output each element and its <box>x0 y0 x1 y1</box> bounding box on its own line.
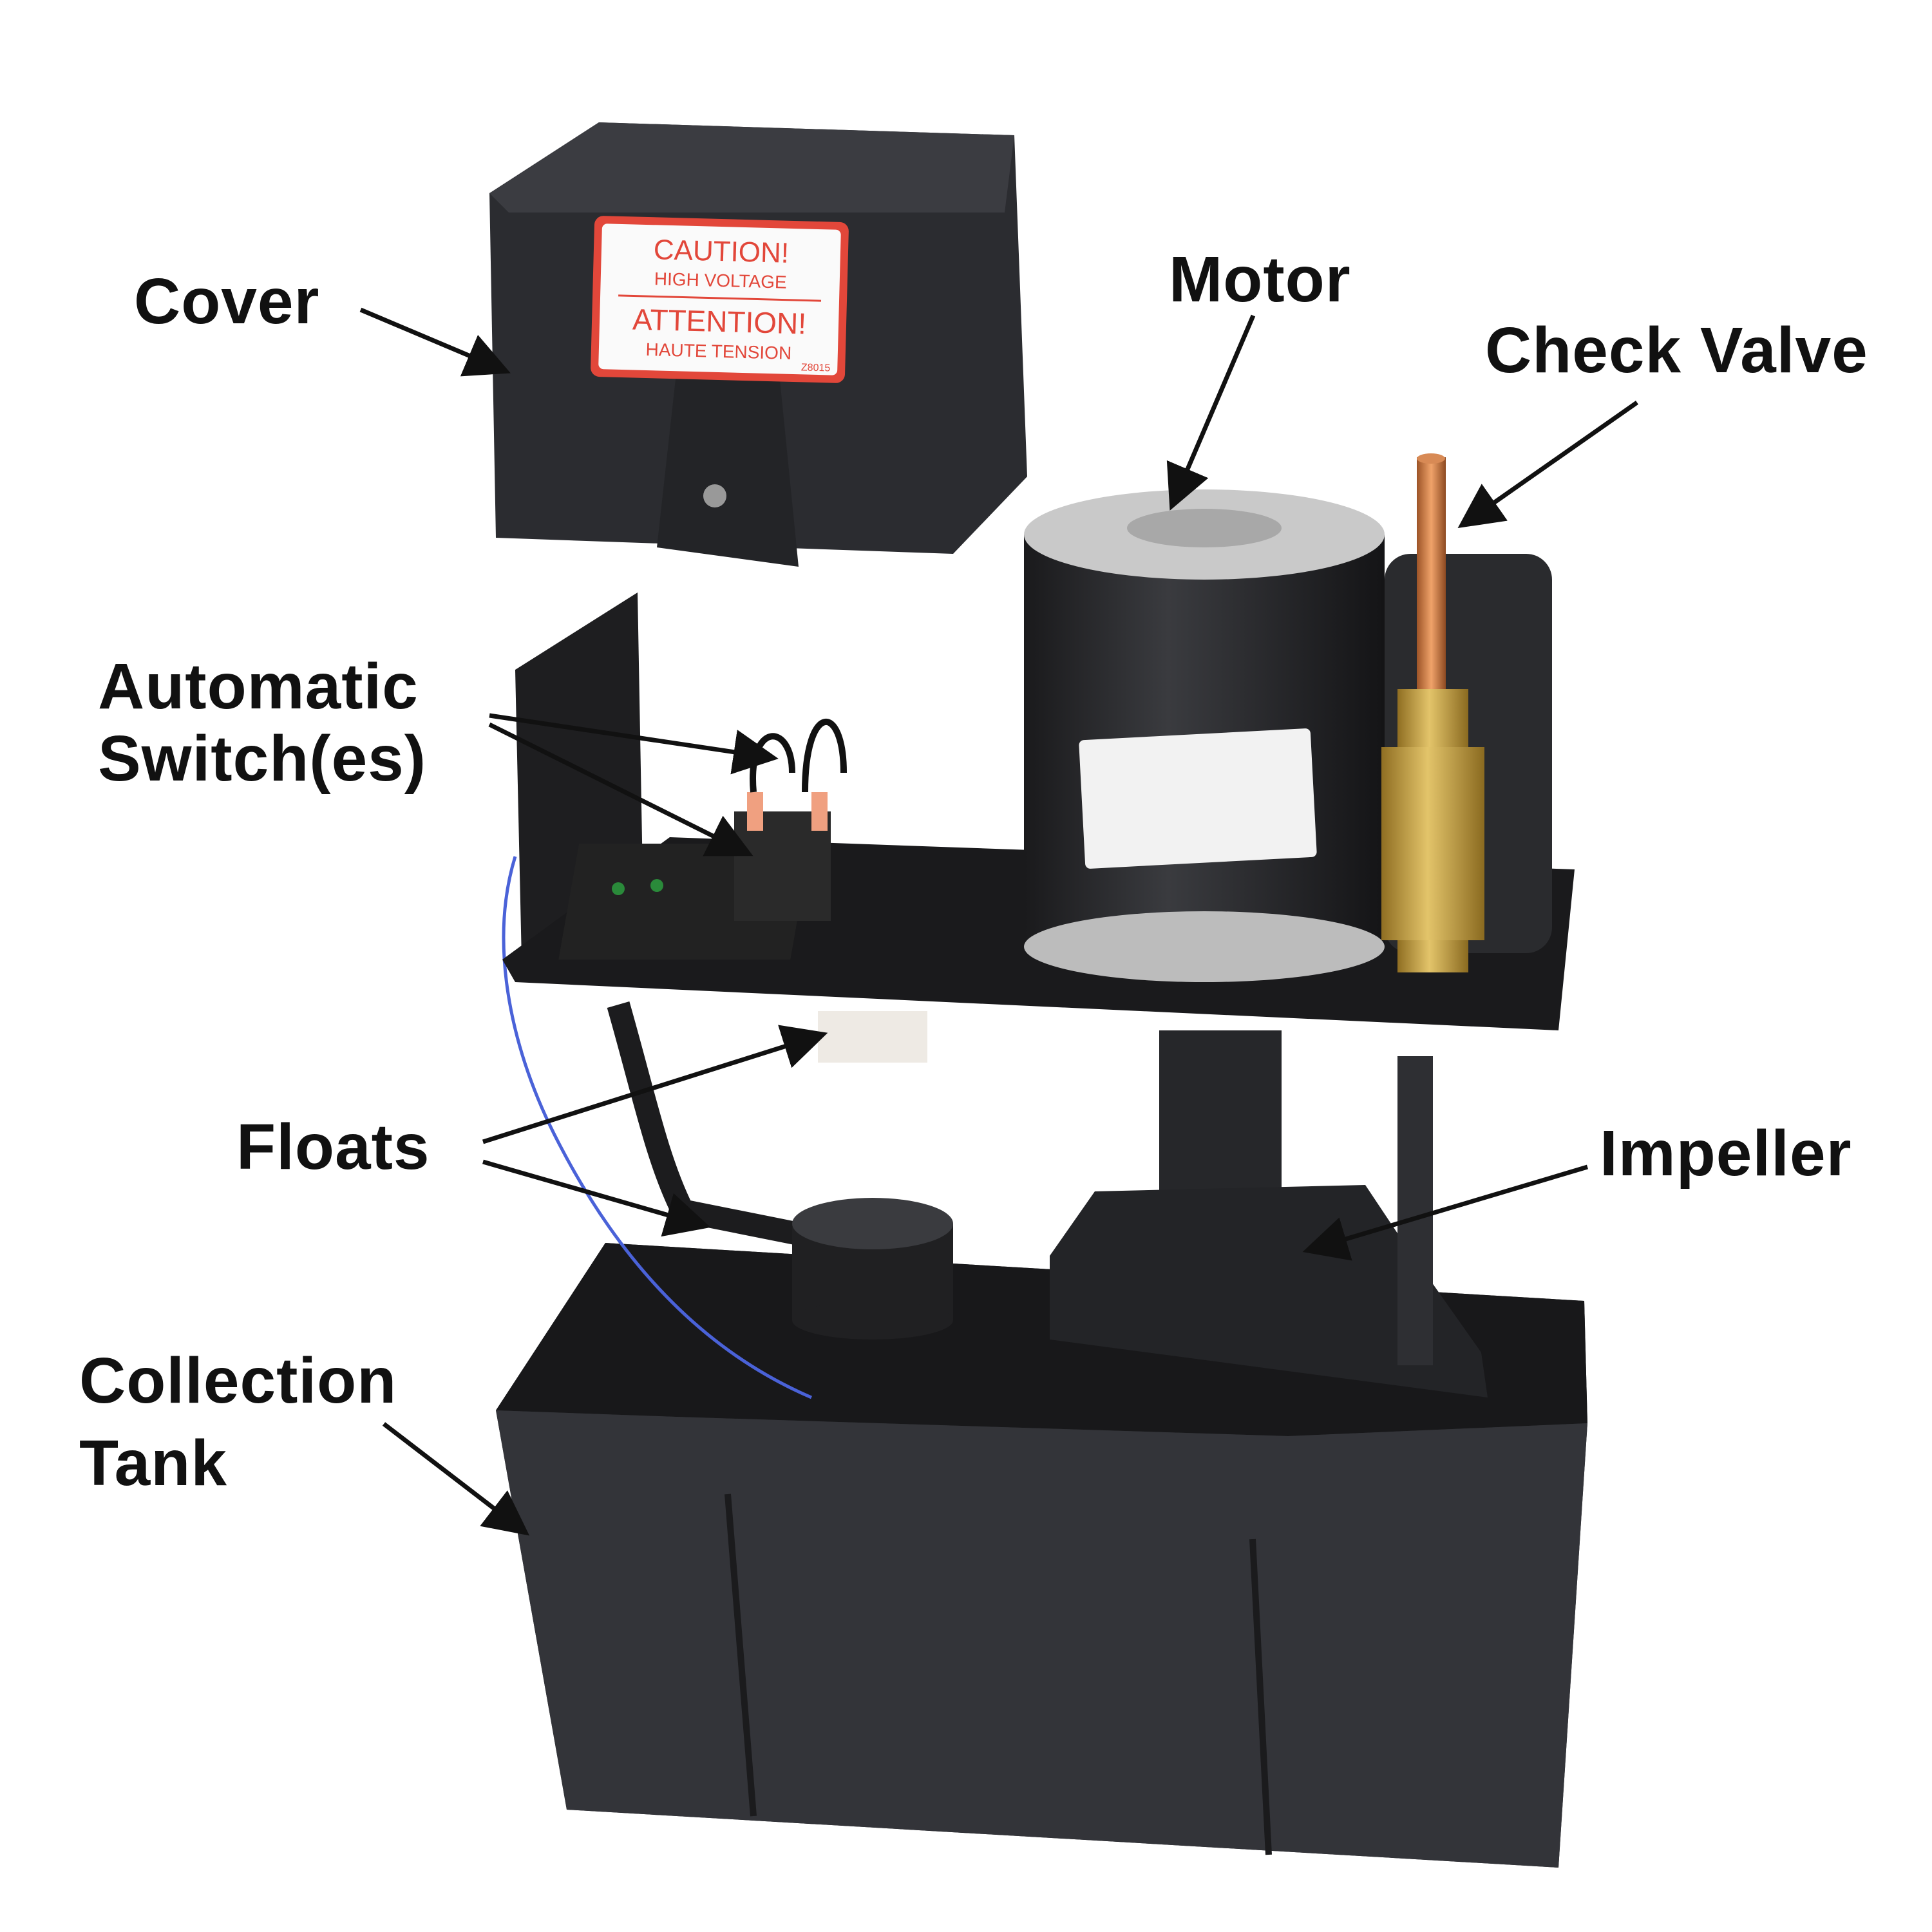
switch-arrow-2 <box>488 722 753 857</box>
switch-arrow-1 <box>489 713 779 775</box>
automatic-switches-label: Automatic Switch(es) <box>98 650 426 795</box>
motor-label: Motor <box>1169 243 1351 316</box>
haute-tension-text: HAUTE TENSION <box>645 339 791 363</box>
motor-arrow <box>1166 314 1256 511</box>
caution-label: CAUTION! HIGH VOLTAGE ATTENTION! HAUTE T… <box>591 216 849 383</box>
cover-label: Cover <box>134 265 320 337</box>
automatic-switches-line1: Automatic <box>98 650 419 723</box>
impeller-arrow <box>1302 1164 1589 1261</box>
wires <box>502 856 812 1399</box>
attention-text: ATTENTION! <box>632 302 806 340</box>
high-voltage-text: HIGH VOLTAGE <box>654 269 787 292</box>
collection-tank-line1: Collection <box>79 1345 397 1417</box>
automatic-switches-line2: Switch(es) <box>98 723 427 795</box>
collection-tank-arrow <box>382 1422 530 1536</box>
impeller-housing <box>1050 1030 1488 1397</box>
cover-arrow <box>359 307 511 377</box>
collection-tank <box>496 1243 1587 1868</box>
caution-text: CAUTION! <box>653 234 789 269</box>
floats-label: Floats <box>236 1111 430 1183</box>
check-valve-arrow <box>1457 401 1639 529</box>
impeller-label: Impeller <box>1600 1117 1852 1189</box>
check-valve <box>1381 453 1552 972</box>
collection-tank-line2: Tank <box>79 1427 227 1499</box>
check-valve-label: Check Valve <box>1485 314 1868 386</box>
float-arrow-2 <box>482 1159 711 1237</box>
label-code: Z8015 <box>801 362 831 374</box>
collection-tank-label: Collection Tank <box>79 1340 397 1504</box>
motor <box>1024 489 1385 982</box>
float-arrow-1 <box>482 1025 828 1144</box>
